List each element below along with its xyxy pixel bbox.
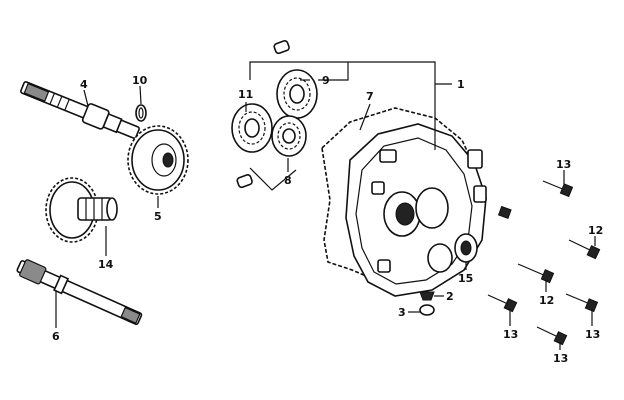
bolt-13-top [542, 180, 574, 198]
label-12-right: 12 [588, 224, 603, 237]
part-5-large-gear [127, 125, 189, 195]
label-4: 4 [80, 78, 88, 91]
label-10: 10 [132, 74, 148, 87]
label-7: 7 [366, 90, 374, 103]
bolt-12-mid [517, 263, 555, 284]
part-pin-bottom [236, 174, 253, 189]
part-9-bearing [276, 69, 318, 119]
label-14: 14 [98, 258, 114, 271]
part-4-drive-shaft [20, 81, 140, 139]
bolt-12-right [568, 239, 601, 260]
label-13-bottom: 13 [553, 352, 568, 365]
part-6-output-shaft [16, 259, 143, 326]
label-13-right: 13 [585, 328, 600, 341]
small-nut [497, 205, 512, 220]
label-8: 8 [284, 174, 292, 187]
label-6: 6 [52, 330, 60, 343]
label-2: 2 [446, 290, 454, 303]
part-10-clip-ring [135, 104, 147, 122]
part-8-bearing [271, 115, 307, 157]
part-15-oil-seal [454, 233, 478, 263]
label-12-mid: 12 [539, 294, 554, 307]
bolt-13-right [565, 293, 599, 313]
part-pin-top [273, 40, 290, 55]
label-3: 3 [398, 306, 406, 319]
label-15: 15 [458, 272, 473, 285]
callout-labels: 1 9 11 8 7 4 10 5 14 6 2 3 15 13 12 12 1… [52, 74, 603, 365]
leader-lines [55, 61, 596, 350]
bolt-13-bottom [536, 326, 568, 346]
bolt-13-left [487, 294, 518, 313]
label-11: 11 [238, 88, 253, 101]
label-1: 1 [457, 78, 465, 91]
part-14-medium-gear [45, 177, 118, 243]
label-13-left: 13 [503, 328, 518, 341]
label-13-top: 13 [556, 158, 571, 171]
part-2-drain-bolt [419, 291, 435, 301]
part-11-bearing [231, 103, 273, 153]
part-3-washer [419, 304, 435, 316]
label-5: 5 [154, 210, 162, 223]
label-9: 9 [322, 74, 330, 87]
